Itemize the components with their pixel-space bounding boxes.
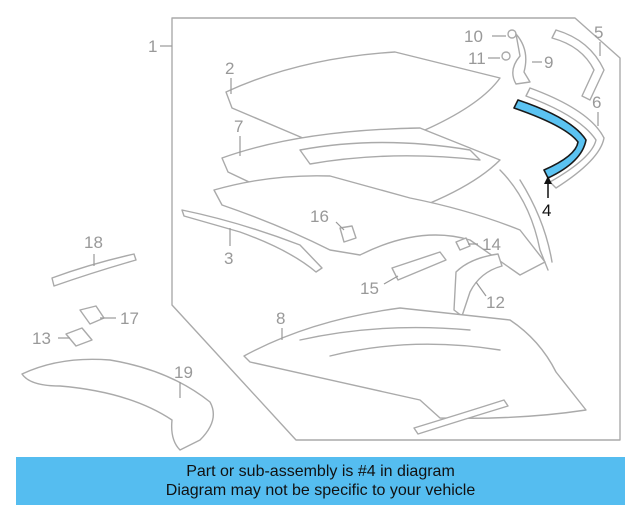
part-3-side-rail	[181, 209, 323, 273]
callout-15: 15	[360, 279, 379, 298]
part-19-spoiler	[21, 358, 214, 451]
part-frame-linkage	[213, 175, 546, 276]
callout-4: 4	[542, 201, 551, 220]
callout-16: 16	[310, 207, 329, 226]
banner-line-part-number: Part or sub-assembly is #4 in diagram	[186, 463, 455, 480]
part-9-link	[512, 33, 531, 85]
part-4-seal-highlight	[513, 99, 587, 179]
part-8-hardtop-ridge	[299, 326, 501, 357]
part-11-nut	[501, 51, 511, 61]
callout-8: 8	[276, 309, 285, 328]
parts-diagram: 1 2 3 4 5 6 7 8 9 10 11 12 13 14 15 16 1…	[21, 17, 621, 451]
part-frame-arm	[499, 169, 553, 271]
callout-19: 19	[174, 363, 193, 382]
callout-17: 17	[120, 309, 139, 328]
part-12-hinge	[453, 253, 503, 317]
part-14-clip	[455, 237, 471, 251]
part-15-latch	[391, 251, 447, 281]
part-10-bolt	[507, 29, 517, 39]
leader-16	[335, 221, 345, 231]
callout-11: 11	[468, 49, 486, 68]
part-5-weatherstrip	[551, 29, 605, 101]
part-8-hardtop	[243, 307, 587, 420]
part-18-trim-strip	[51, 253, 137, 287]
callout-1: 1	[148, 37, 157, 56]
callout-12: 12	[486, 293, 505, 312]
part-8-side-molding	[413, 399, 509, 435]
callout-14: 14	[482, 235, 501, 254]
callout-5: 5	[594, 23, 603, 42]
callout-3: 3	[224, 249, 233, 268]
leader-12	[475, 281, 487, 297]
callout-6: 6	[592, 93, 601, 112]
leader-4-arrowhead	[544, 176, 552, 184]
callout-10: 10	[464, 27, 483, 46]
part-17-bracket	[79, 305, 105, 325]
callout-9: 9	[544, 53, 553, 72]
callout-7: 7	[234, 117, 243, 136]
part-7-headliner-bar	[299, 141, 481, 165]
banner-line-disclaimer: Diagram may not be specific to your vehi…	[165, 482, 476, 499]
info-banner: Part or sub-assembly is #4 in diagram Di…	[16, 457, 625, 505]
leader-15	[383, 275, 399, 285]
callout-18: 18	[84, 233, 103, 252]
callout-13: 13	[32, 329, 51, 348]
assembly-frame	[171, 17, 621, 441]
callout-2: 2	[225, 59, 234, 78]
part-13-bracket	[65, 327, 93, 347]
